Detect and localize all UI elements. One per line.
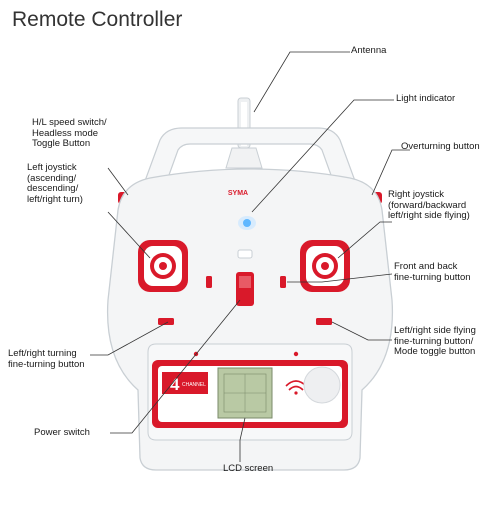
light-indicator-icon [238, 216, 256, 230]
lr-side-flying-trim-button[interactable] [316, 318, 332, 325]
label-right-joystick: Right joystick (forward/backward left/ri… [388, 189, 470, 221]
page-title: Remote Controller [12, 8, 183, 31]
label-hl-speed-switch: H/L speed switch/ Headless mode Toggle B… [32, 117, 107, 149]
lcd-screen [217, 367, 273, 419]
right-joystick[interactable] [300, 240, 350, 292]
left-joystick[interactable] [138, 240, 188, 292]
label-lcd-screen: LCD screen [223, 463, 274, 474]
label-overturning-button: Overturning button [401, 141, 480, 152]
left-side-trim-button[interactable] [206, 276, 212, 288]
leader-lines [90, 51, 410, 462]
label-front-back-trim: Front and back fine-turning button [394, 261, 471, 283]
front-back-trim-button[interactable] [280, 276, 286, 288]
label-antenna: Antenna [351, 45, 387, 56]
label-left-joystick: Left joystick (ascending/ descending/ le… [27, 162, 83, 205]
power-switch[interactable] [303, 366, 341, 404]
brand-logo: SYMA [228, 190, 248, 197]
center-trim-slider[interactable] [236, 249, 254, 306]
svg-text:4: 4 [170, 375, 180, 394]
label-lr-side-trim: Left/right side flying fine-turning butt… [394, 325, 476, 357]
screw-icon [293, 351, 299, 357]
label-power-switch: Power switch [34, 427, 90, 438]
model-badge: 4 CHANNEL [162, 372, 208, 394]
label-lr-turning-trim: Left/right turning fine-turning button [8, 348, 85, 370]
label-light-indicator: Light indicator [396, 93, 456, 104]
svg-text:CHANNEL: CHANNEL [182, 382, 206, 388]
left-right-turning-trim-button[interactable] [158, 318, 174, 325]
